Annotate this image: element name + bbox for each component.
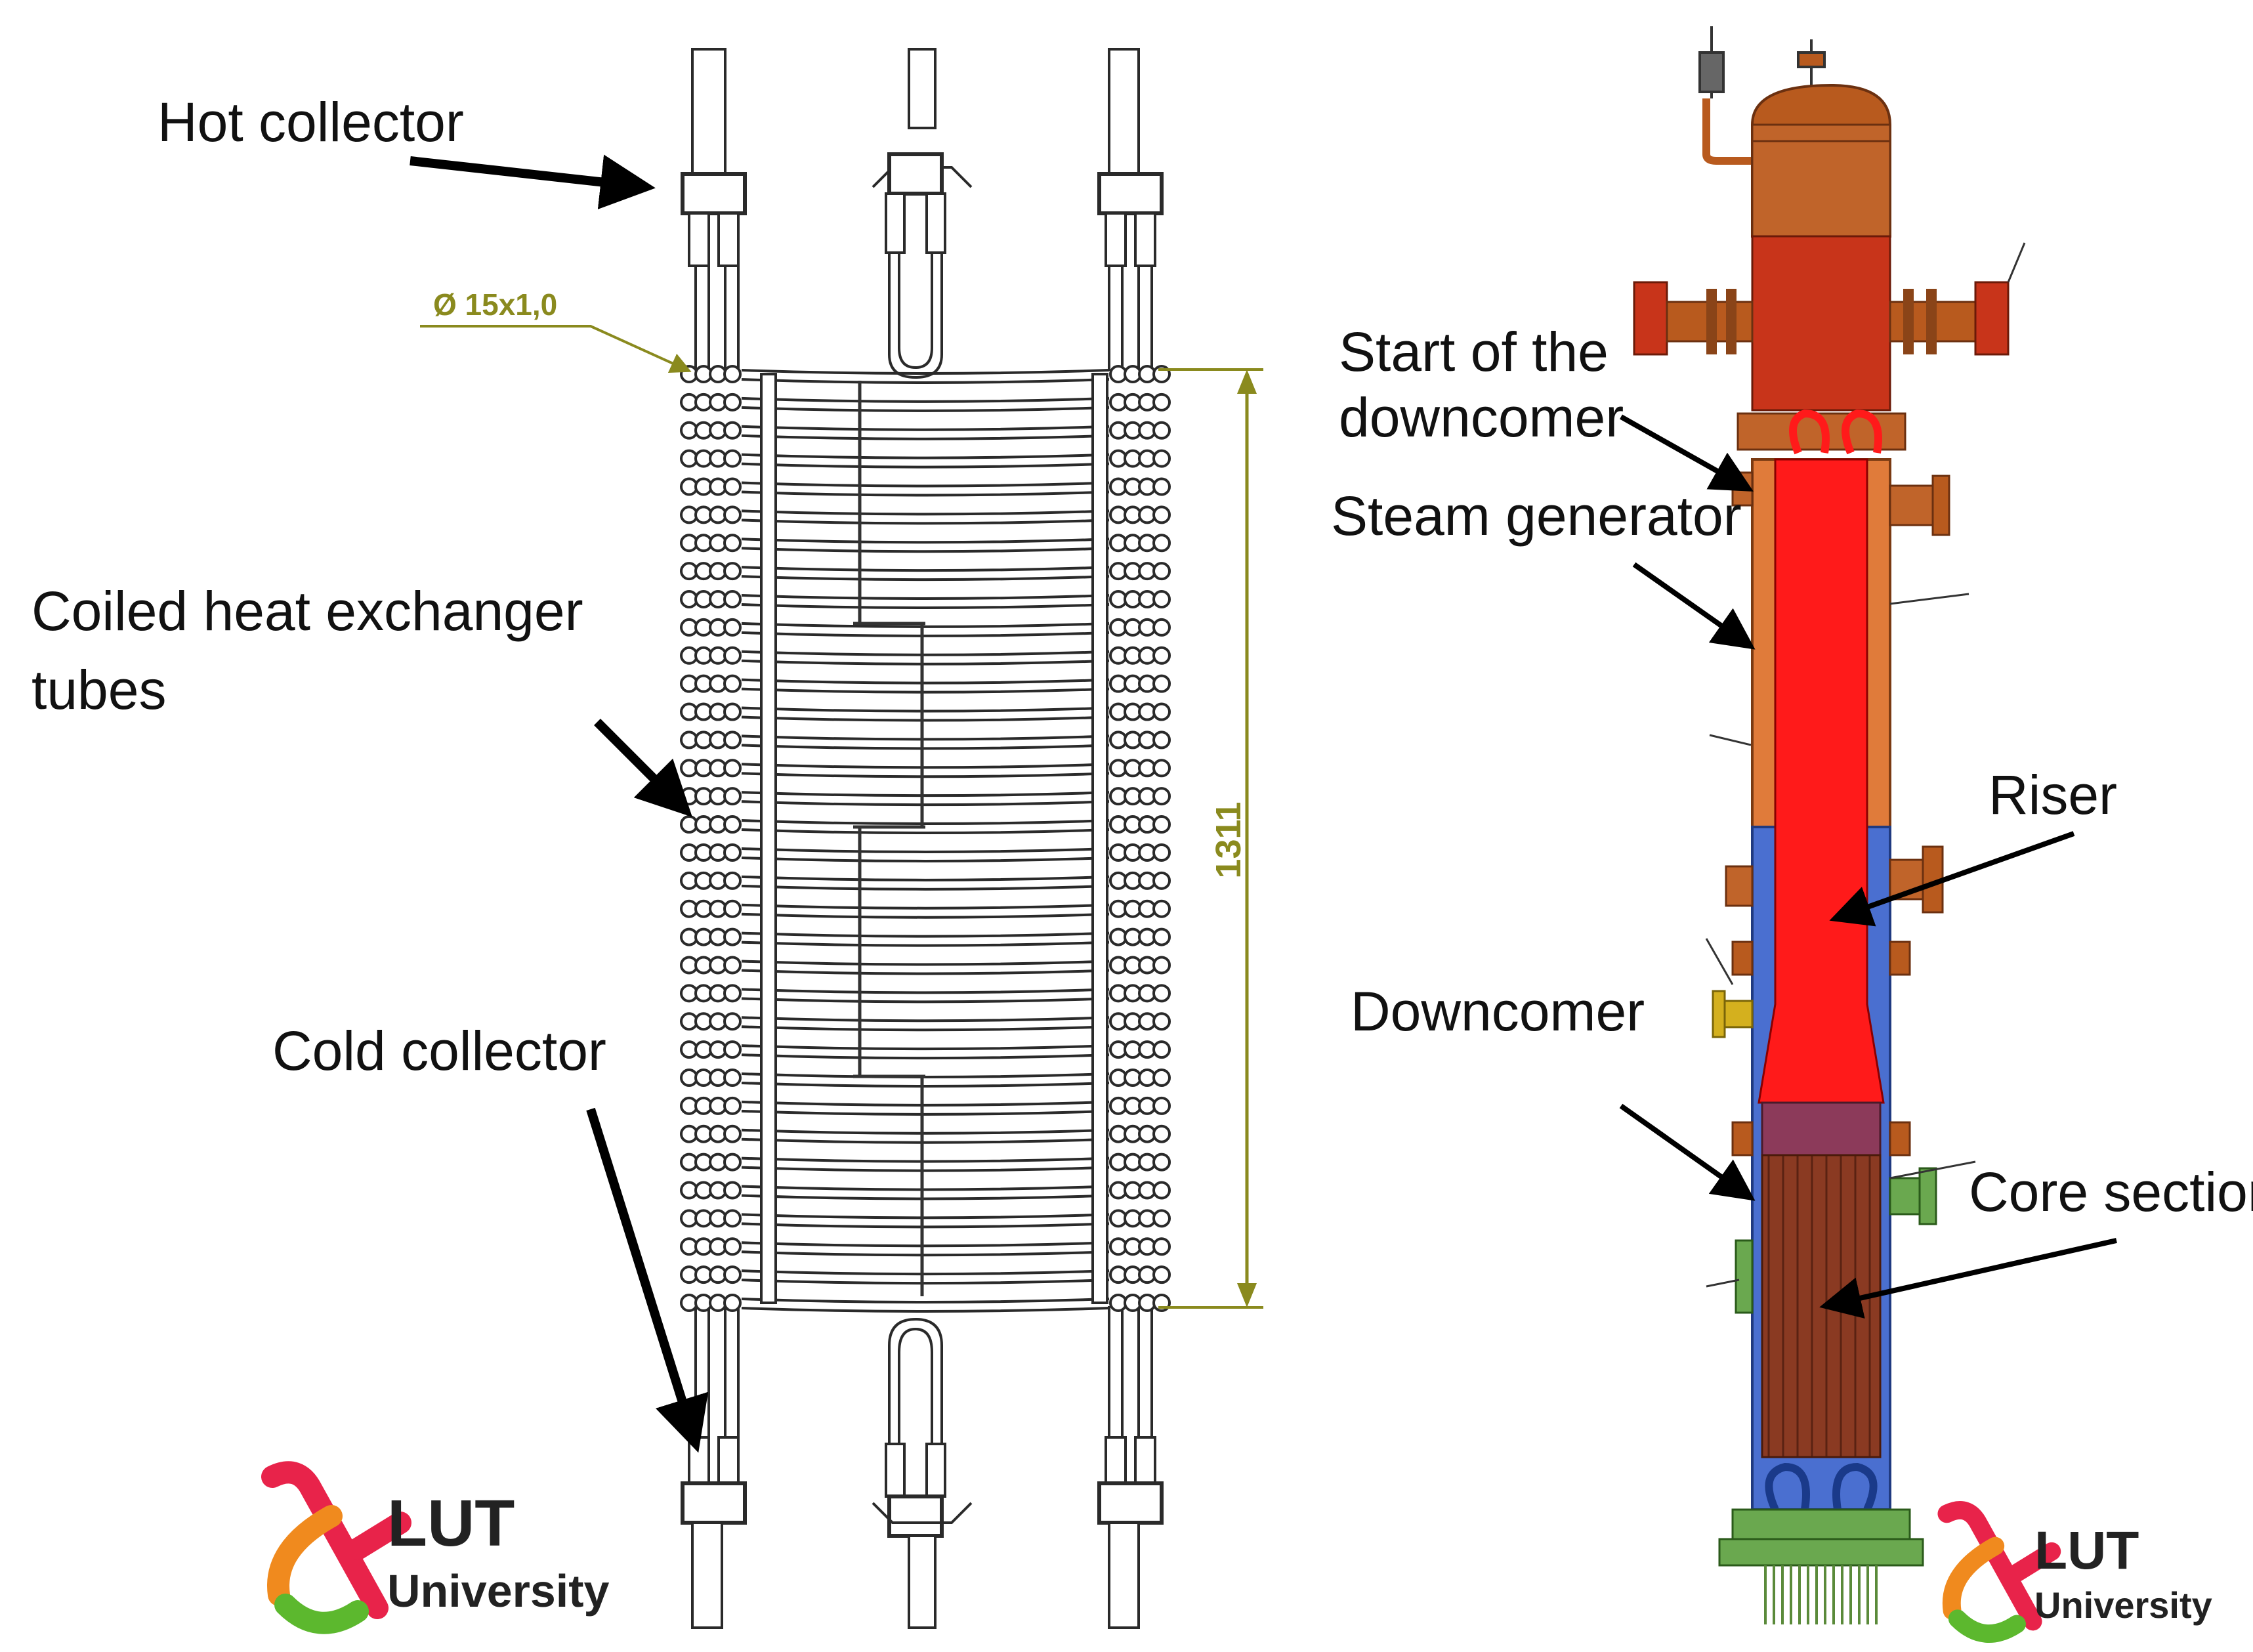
- core-section-arrow: [1819, 1238, 2117, 1319]
- coiled-tubes-label-line2: tubes: [32, 659, 167, 721]
- coil-tube-row: [680, 1265, 1171, 1285]
- coil-tube-row: [680, 1096, 1171, 1116]
- left-panel-labels: Hot collector Coiled heat exchanger tube…: [32, 91, 709, 1453]
- top-collector-pipes: [681, 48, 1164, 379]
- coil-tube-row: [680, 871, 1171, 891]
- coil-tube-row: [680, 590, 1171, 610]
- core-top-plenum: [1761, 1101, 1882, 1156]
- vessel-base-plate: [1731, 1508, 1911, 1540]
- coil-tube-row: [680, 984, 1171, 1004]
- coil-tube-row: [680, 421, 1171, 440]
- top-instrumentation: [1698, 26, 1826, 165]
- core-level-nozzles: [1706, 1121, 1937, 1314]
- coil-tube-row: [680, 1209, 1171, 1229]
- right-panel-labels: Start of the downcomer Steam generator R…: [1331, 321, 2253, 1319]
- coil-internal-spines: [853, 381, 925, 1296]
- coil-tube-row: [680, 899, 1171, 919]
- lut-logo-left: LUT University: [261, 1461, 610, 1634]
- coil-tube-row: [680, 646, 1171, 666]
- mid-level-nozzles: [1705, 845, 1944, 1038]
- lut-logo-mark-icon: [1937, 1501, 2061, 1643]
- coil-tube-row: [680, 534, 1171, 553]
- coil-tube-row: [680, 1153, 1171, 1172]
- dimension-annotations: Ø 15x1,0 1311: [420, 287, 1263, 1309]
- coil-tube-row: [680, 505, 1171, 525]
- lut-logo-brand: LUT: [387, 1487, 515, 1560]
- cold-collector-arrow: [586, 1107, 709, 1453]
- tube-spec-label: Ø 15x1,0: [433, 287, 557, 322]
- coil-tube-row: [680, 449, 1171, 469]
- hot-collector-arrow: [410, 154, 656, 210]
- coiled-tubes-label-line1: Coiled heat exchanger: [32, 580, 583, 642]
- start-of-downcomer-arrow: [1620, 414, 1754, 492]
- bottom-collector-pipes: [681, 1306, 1164, 1629]
- core-section-label: Core section: [1969, 1161, 2253, 1223]
- steam-generator-arrow: [1632, 562, 1756, 650]
- cold-collector-label: Cold collector: [272, 1020, 606, 1082]
- coil-tube-row: [680, 956, 1171, 975]
- coil-tube-row: [680, 392, 1171, 412]
- start-of-downcomer-label-line2: downcomer: [1339, 387, 1624, 448]
- coil-tube-row: [680, 787, 1171, 807]
- coil-tube-row: [680, 843, 1171, 862]
- vessel-upper-section: [1751, 235, 1891, 412]
- dim-arrow-top: [1237, 370, 1257, 394]
- coil-tube-rows: [680, 365, 1171, 1313]
- coil-tube-row: [680, 618, 1171, 637]
- coil-tube-row: [680, 1294, 1171, 1313]
- core-section-rods: [1761, 1154, 1882, 1458]
- lower-plenum-left-arrow: [1765, 1462, 1810, 1512]
- coil-tube-row: [680, 927, 1171, 947]
- coil-tube-row: [680, 674, 1171, 694]
- coil-tube-row: [680, 815, 1171, 835]
- tube-spec-leader: [420, 325, 692, 373]
- lut-logo-subtitle: University: [387, 1565, 610, 1617]
- dim-arrow-bottom: [1237, 1283, 1257, 1307]
- height-dimension-label: 1311: [1209, 801, 1248, 878]
- facility-cross-section: [1633, 26, 2026, 1624]
- vessel-head-body: [1751, 123, 1891, 238]
- lut-logo-right: LUT University: [1937, 1501, 2212, 1643]
- coil-tube-row: [680, 702, 1171, 722]
- heat-exchanger-drawing: [680, 48, 1171, 1629]
- steam-generator-label: Steam generator: [1331, 485, 1742, 547]
- coil-tube-row: [680, 1124, 1171, 1144]
- downcomer-start-right-arrow: [1842, 409, 1882, 455]
- coil-tube-row: [680, 1237, 1171, 1257]
- lut-logo-subtitle: University: [2034, 1584, 2212, 1626]
- coil-tube-row: [680, 1181, 1171, 1200]
- riser-label: Riser: [1989, 764, 2117, 826]
- coil-tube-row: [680, 562, 1171, 582]
- coil-support-bar: [1091, 373, 1108, 1304]
- lut-logo-brand: LUT: [2034, 1521, 2139, 1580]
- lut-logo-mark-icon: [261, 1461, 411, 1634]
- vessel-base-flange: [1718, 1538, 1924, 1567]
- downcomer-arrow: [1619, 1103, 1756, 1201]
- right-side-guide-lines: [1709, 593, 1976, 1179]
- riser-channel: [1758, 458, 1885, 1104]
- downcomer-start-left-arrow: [1789, 409, 1830, 455]
- heater-leads: [1764, 1565, 1878, 1624]
- downcomer-label: Downcomer: [1351, 981, 1645, 1042]
- coil-tube-row: [680, 477, 1171, 497]
- hot-collector-label: Hot collector: [158, 91, 464, 153]
- coil-tube-row: [680, 1040, 1171, 1060]
- upper-side-flanges: [1633, 242, 2026, 356]
- start-of-downcomer-label-line1: Start of the: [1339, 321, 1609, 383]
- riser-arrow: [1829, 831, 2075, 927]
- coiled-tubes-arrow: [594, 719, 692, 817]
- coil-support-bar: [760, 373, 777, 1304]
- lower-plenum-right-arrow: [1832, 1462, 1878, 1512]
- coil-tube-row: [680, 1012, 1171, 1032]
- coil-tube-row: [680, 731, 1171, 750]
